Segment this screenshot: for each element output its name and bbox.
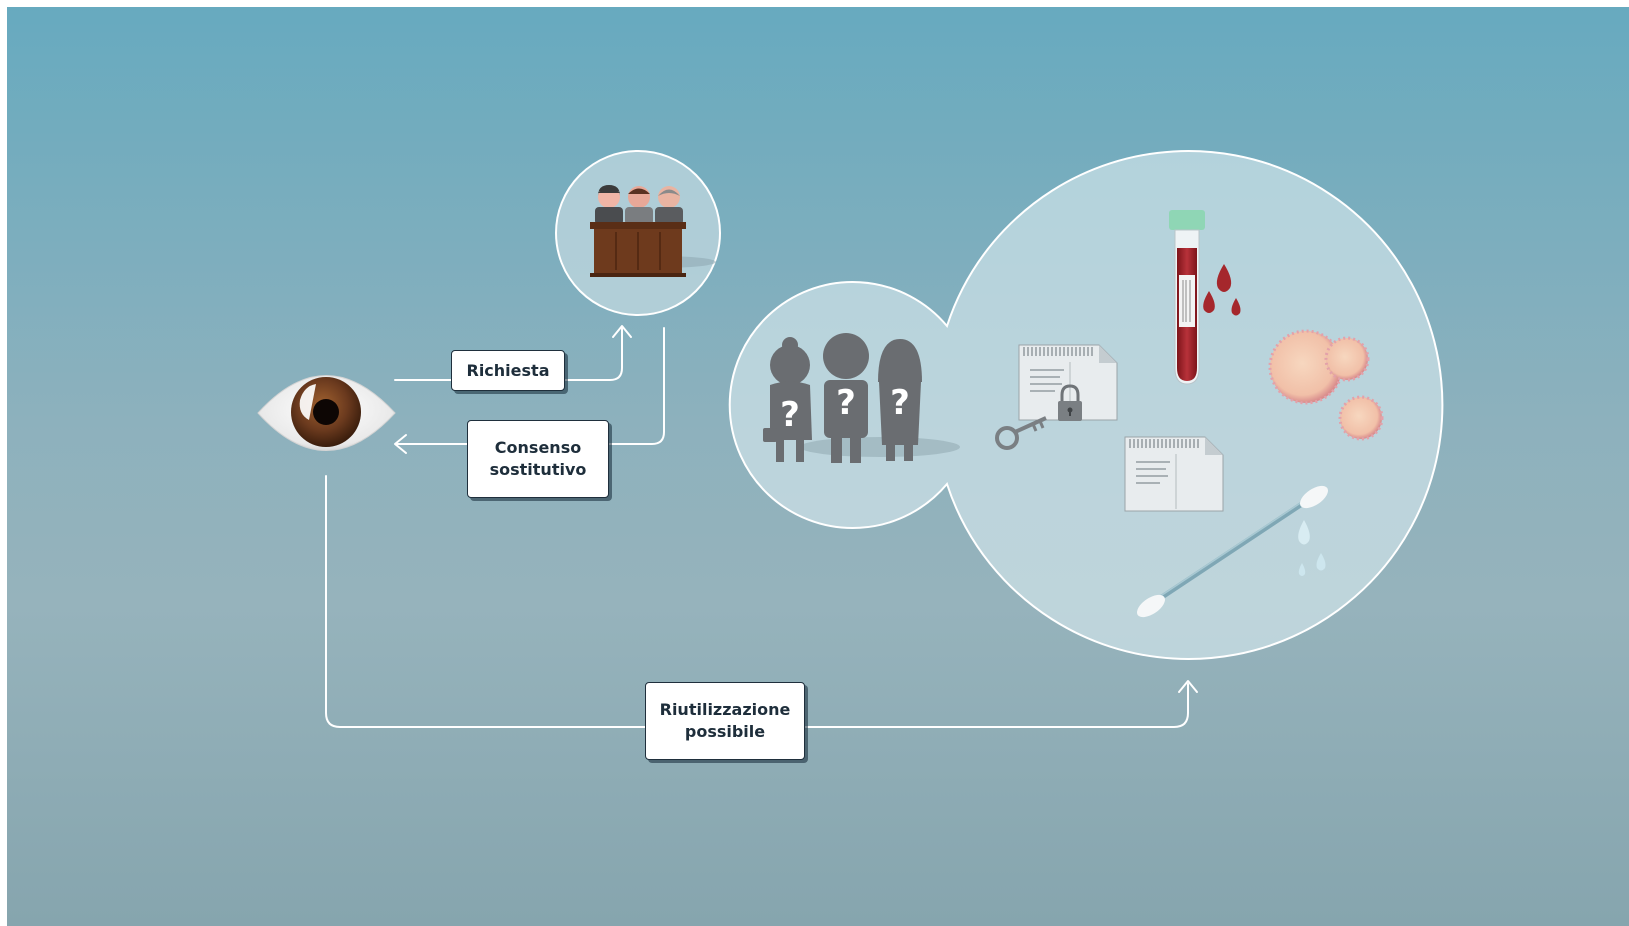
blood-sample-tube-icon bbox=[1169, 210, 1241, 385]
svg-text:?: ? bbox=[836, 383, 856, 423]
possible-reuse-line2: possibile bbox=[684, 722, 766, 741]
request-arrow bbox=[394, 327, 623, 381]
locked-document bbox=[995, 344, 1118, 450]
ethics-committee-icon bbox=[590, 185, 716, 277]
request-arrowhead bbox=[612, 325, 632, 338]
substitute-consent-line1: Consenso bbox=[494, 438, 582, 457]
request-label: Richiesta bbox=[451, 350, 565, 391]
samples-data-bubble: ? ? ? bbox=[728, 150, 1444, 660]
possible-reuse-line1: Riutilizzazione bbox=[659, 700, 791, 719]
cotton-swab-icon bbox=[1137, 485, 1328, 618]
consent-arrowhead bbox=[394, 434, 407, 454]
substitute-consent-label: Consenso sostitutivo bbox=[467, 420, 609, 498]
consent-arrow bbox=[396, 327, 665, 445]
reuse-arrowhead bbox=[1178, 680, 1198, 693]
cells-icon bbox=[1268, 329, 1384, 441]
ethics-committee-bubble bbox=[555, 150, 721, 316]
eye-icon bbox=[257, 375, 396, 451]
svg-text:?: ? bbox=[890, 383, 910, 423]
coded-document bbox=[1124, 436, 1224, 512]
unknown-persons-icon: ? ? ? bbox=[763, 333, 960, 463]
svg-text:?: ? bbox=[780, 395, 800, 435]
substitute-consent-line2: sostitutivo bbox=[489, 460, 587, 479]
coded-documents-icon bbox=[995, 344, 1224, 512]
request-label-text: Richiesta bbox=[466, 360, 550, 380]
possible-reuse-label: Riutilizzazione possibile bbox=[645, 682, 805, 760]
